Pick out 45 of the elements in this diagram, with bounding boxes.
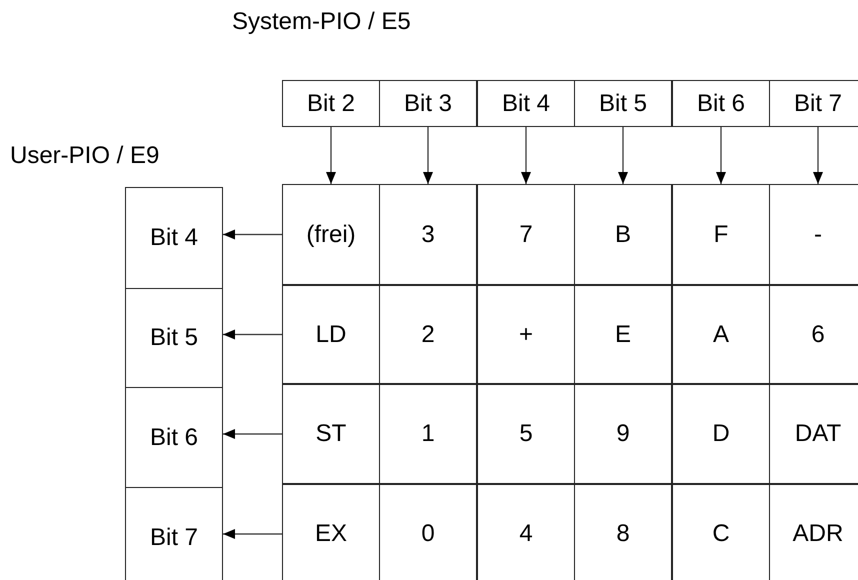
- key-cell: F: [672, 184, 770, 285]
- arrow: [618, 127, 628, 184]
- arrow: [223, 330, 282, 340]
- key-cell: 6: [769, 285, 858, 384]
- port-label: System-PIO / E5: [232, 8, 411, 36]
- bit-box: Bit 5: [125, 288, 223, 388]
- bit-box: Bit 7: [125, 487, 223, 580]
- bit-box: Bit 6: [125, 387, 223, 488]
- key-cell: 0: [379, 484, 477, 580]
- arrow: [223, 529, 282, 539]
- key-cell: DAT: [769, 384, 858, 484]
- key-cell: EX: [282, 484, 380, 580]
- bit-box: Bit 4: [477, 80, 575, 127]
- key-cell: 9: [574, 384, 672, 484]
- bit-box: Bit 2: [282, 80, 380, 127]
- key-cell: 5: [477, 384, 575, 484]
- arrow: [223, 429, 282, 439]
- key-cell: B: [574, 184, 672, 285]
- bit-box: Bit 7: [769, 80, 858, 127]
- key-cell: +: [477, 285, 575, 384]
- key-cell: C: [672, 484, 770, 580]
- bit-box: Bit 3: [379, 80, 477, 127]
- bit-box: Bit 4: [125, 187, 223, 289]
- key-cell: 8: [574, 484, 672, 580]
- key-cell: 1: [379, 384, 477, 484]
- key-cell: 3: [379, 184, 477, 285]
- key-cell: 7: [477, 184, 575, 285]
- arrow: [813, 127, 823, 184]
- key-cell: 2: [379, 285, 477, 384]
- arrow: [326, 127, 336, 184]
- bit-box: Bit 6: [672, 80, 770, 127]
- key-cell: ST: [282, 384, 380, 484]
- key-cell: -: [769, 184, 858, 285]
- key-cell: 4: [477, 484, 575, 580]
- arrow: [716, 127, 726, 184]
- key-cell: LD: [282, 285, 380, 384]
- key-cell: D: [672, 384, 770, 484]
- key-cell: (frei): [282, 184, 380, 285]
- key-cell: E: [574, 285, 672, 384]
- arrow: [423, 127, 433, 184]
- bit-box: Bit 5: [574, 80, 672, 127]
- port-label: User-PIO / E9: [10, 142, 160, 170]
- arrow: [223, 230, 282, 240]
- arrow: [521, 127, 531, 184]
- key-cell: A: [672, 285, 770, 384]
